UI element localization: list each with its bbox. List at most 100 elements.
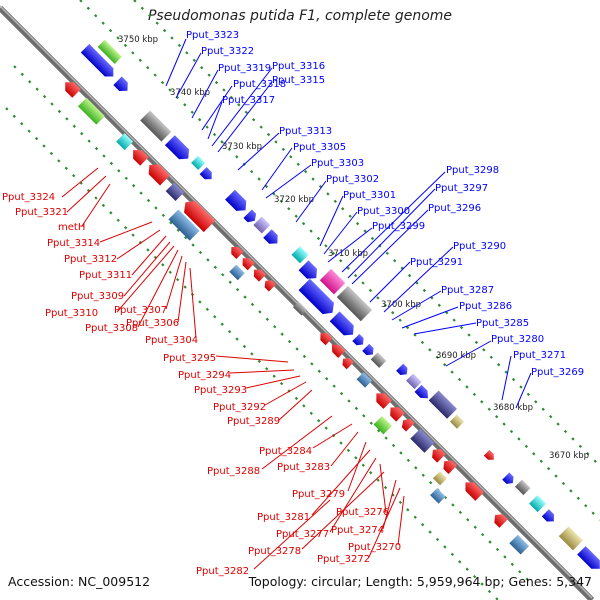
gene-glyph (242, 258, 255, 271)
gene-glyph (502, 472, 514, 484)
leader-line (295, 180, 327, 223)
gene-glyph (184, 201, 216, 233)
gene-glyph (373, 415, 392, 435)
leader-line (237, 132, 280, 171)
gene-glyph (577, 546, 600, 569)
kbp-tick: 3670 kbp (549, 451, 589, 461)
leader-line (311, 449, 371, 516)
gene-glyph (449, 414, 465, 429)
leader-line (391, 290, 442, 321)
gene-label: Pput_3288 (207, 466, 260, 477)
leader-line (264, 381, 307, 406)
leader-line (189, 267, 197, 339)
gene-label: Pput_3321 (15, 207, 68, 218)
leader-line (217, 81, 273, 153)
gene-glyph (97, 39, 122, 64)
gene-glyph (148, 164, 170, 186)
gene-label: Pput_3271 (513, 350, 566, 361)
gene-glyph (133, 150, 149, 166)
kbp-tick: 3740 kbp (170, 88, 210, 98)
leader-line (330, 431, 359, 467)
gene-glyph (329, 311, 354, 336)
leader-line (137, 249, 179, 328)
leader-line (347, 188, 436, 279)
gene-label: Pput_3308 (85, 323, 138, 334)
gene-label: Pput_3281 (257, 512, 310, 523)
gene-glyph (406, 373, 422, 390)
leader-line (368, 487, 401, 558)
leader-line (445, 340, 492, 367)
gene-glyph (370, 352, 387, 368)
gene-label: Pput_3289 (227, 416, 280, 427)
gene-label: Pput_3322 (201, 46, 254, 57)
gene-glyph (80, 44, 114, 77)
leader-line (341, 171, 446, 273)
gene-glyph (514, 479, 531, 496)
leader-line (261, 415, 333, 470)
kbp-tick-group: 3750 kbp 3740 kbp 3730 kbp 3720 kbp 3710… (118, 35, 589, 461)
leader-line (116, 229, 161, 260)
gene-glyph (253, 269, 267, 282)
leader-line (175, 52, 202, 99)
leader-line (165, 38, 187, 87)
gene-glyph (494, 514, 508, 528)
gene-glyph (298, 260, 317, 279)
gene-label: Pput_3272 (317, 554, 370, 565)
gene-label: Pput_3293 (194, 385, 247, 396)
gene-label: Pput_3315 (272, 75, 325, 86)
leader-line (265, 164, 312, 199)
kbp-tick: 3690 kbp (436, 351, 476, 361)
gene-glyph (414, 384, 428, 399)
gene-glyph (401, 418, 415, 432)
gene-label: Pput_3313 (279, 126, 332, 137)
leader-line (278, 389, 313, 421)
gene-glyph (253, 216, 271, 234)
kbp-tick: 3720 kbp (274, 195, 314, 205)
leader-line (401, 306, 459, 329)
kbp-tick: 3680 kbp (493, 403, 533, 413)
gene-glyph (319, 268, 346, 295)
gene-glyph (168, 209, 200, 241)
gene-label: Pput_3296 (428, 203, 481, 214)
gene-label: Pput_3295 (163, 353, 216, 364)
genome-backbone-highlight (0, 5, 593, 599)
gene-label: Pput_3317 (222, 95, 275, 106)
gene-glyph (298, 278, 334, 315)
leader-line (66, 175, 107, 213)
gene-glyph (292, 301, 308, 316)
leader-line (347, 441, 367, 492)
forward-leader-lines (165, 38, 532, 409)
leader-line (229, 369, 295, 374)
gene-glyph (509, 534, 530, 555)
leader-line (301, 471, 385, 550)
gene-label: Pput_3280 (491, 334, 544, 345)
leader-line (327, 227, 373, 263)
leader-line (379, 463, 387, 514)
gene-label: Pput_3294 (178, 370, 231, 381)
gene-glyph (410, 428, 435, 453)
gene-label: Pput_3286 (459, 301, 512, 312)
topology-text: Topology: circular; Length: 5,959,964 bp… (248, 574, 592, 589)
accession-text: Accession: NC_009512 (8, 574, 151, 589)
gene-label: Pput_3305 (293, 142, 346, 153)
gene-glyph (352, 333, 364, 346)
gene-glyph (199, 167, 212, 180)
track-guide (133, 0, 600, 467)
gene-glyph (376, 393, 392, 409)
leader-line (116, 245, 175, 313)
gene-label: Pput_3298 (446, 165, 499, 176)
gene-label: Pput_3297 (435, 183, 488, 194)
gene-glyph (465, 482, 484, 501)
gene-glyph (291, 246, 309, 264)
leader-line (413, 322, 477, 335)
gene-label: Pput_3307 (114, 305, 167, 316)
leader-line (329, 457, 377, 533)
gene-glyph (264, 280, 276, 292)
gene-glyph (231, 246, 244, 259)
kbp-tick: 3750 kbp (118, 35, 158, 45)
kbp-tick: 3710 kbp (328, 249, 368, 259)
leader-line (61, 167, 99, 198)
leader-line (515, 372, 532, 409)
leader-line (397, 495, 405, 546)
leader-line (177, 261, 187, 323)
